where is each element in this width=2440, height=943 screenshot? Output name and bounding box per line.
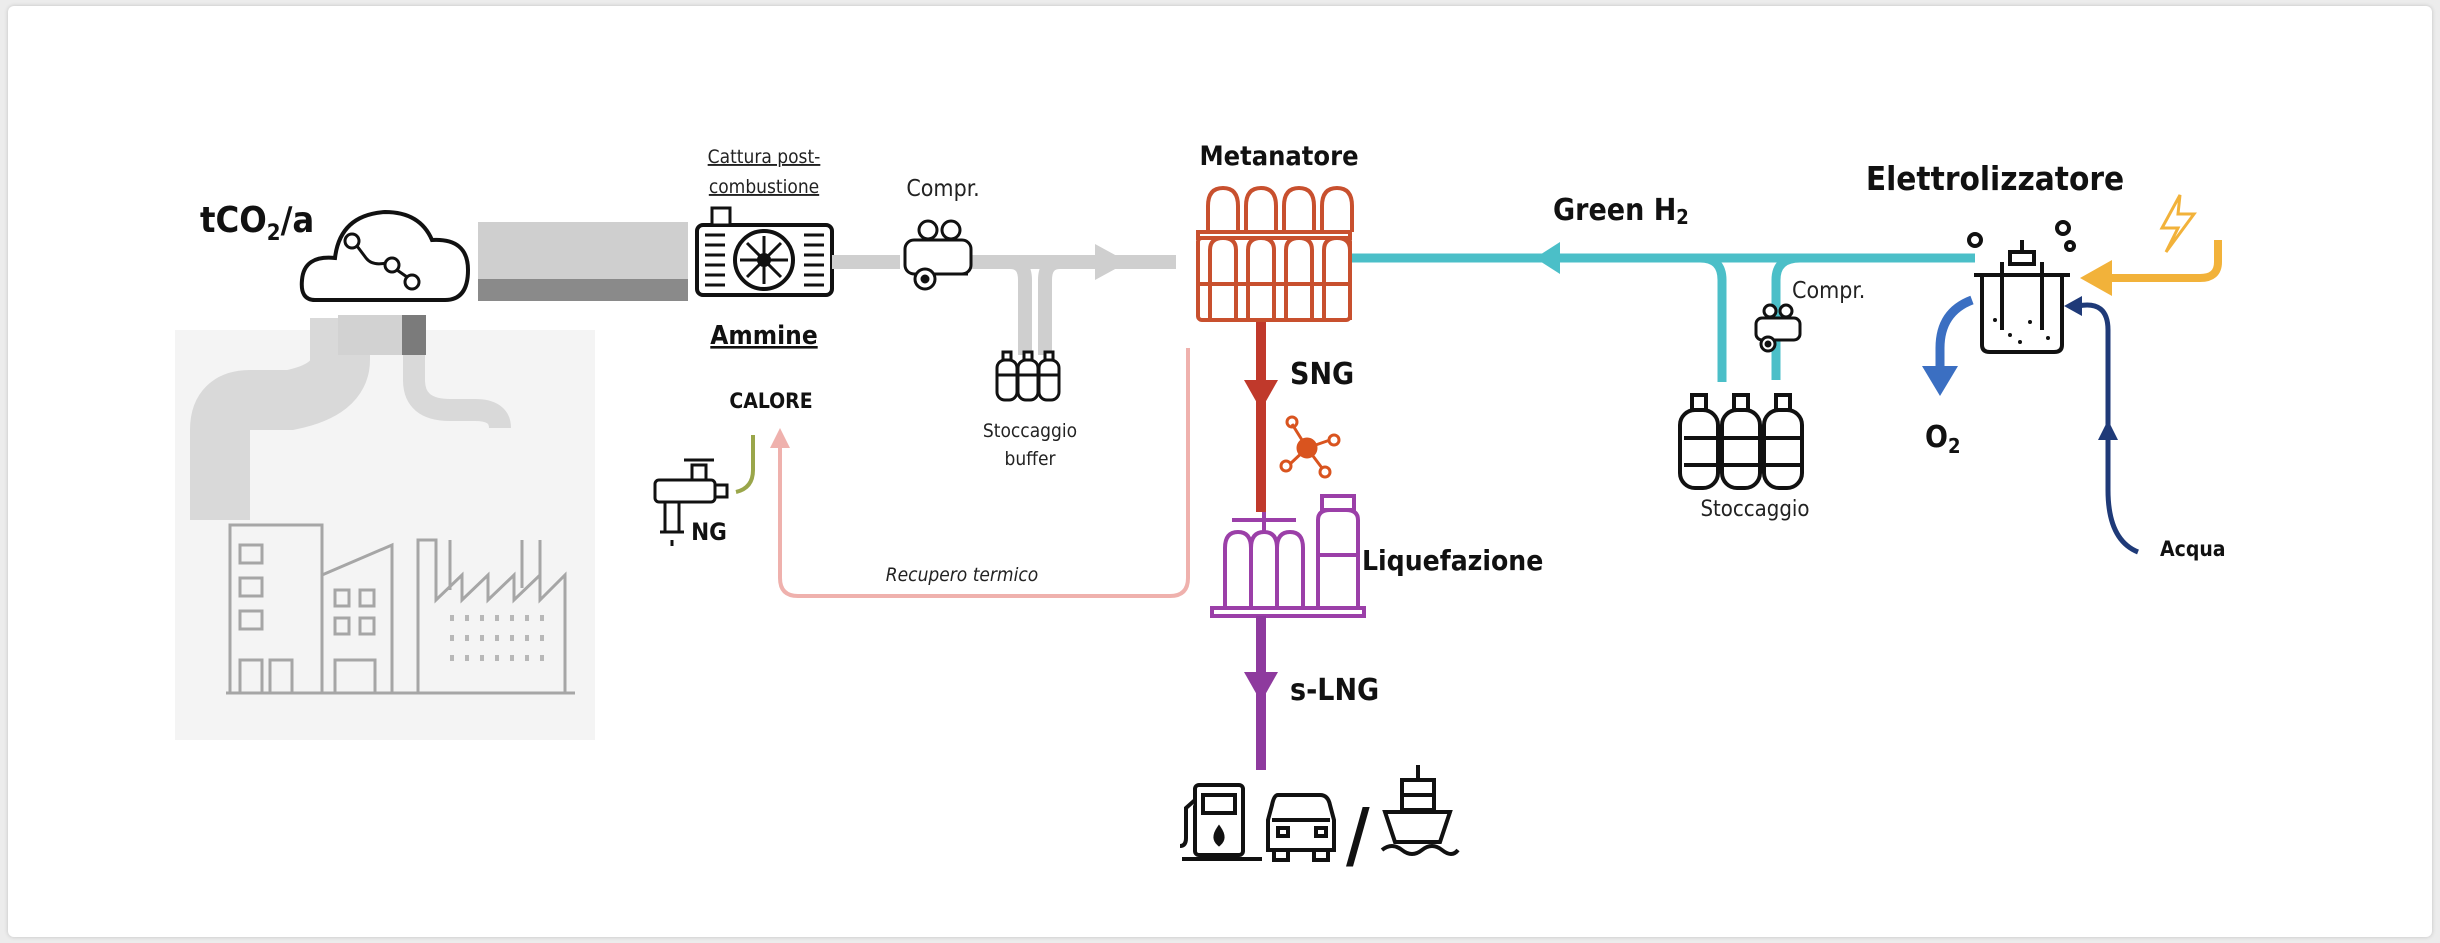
co2-pipe — [832, 255, 1176, 355]
capture-label-2: combustione — [709, 176, 819, 198]
water-flow — [2064, 296, 2140, 555]
h2-pipe — [1352, 253, 1975, 382]
ship-icon — [1380, 765, 1460, 856]
buffer-storage-icon — [995, 350, 1061, 402]
capture-label-1: Cattura post- — [708, 146, 821, 168]
o2-flow — [1922, 295, 1974, 396]
ng-pipe — [735, 435, 755, 494]
emission-label: tCO2/a — [200, 200, 314, 246]
molecule-icon — [1279, 415, 1341, 479]
o2-label: O2 — [1925, 420, 1960, 458]
truck-icon — [1266, 793, 1336, 862]
buffer-label-1: Stoccaggio — [983, 420, 1077, 442]
storage-label: Stoccaggio — [1700, 497, 1809, 522]
green-h2-label: Green H2 — [1553, 193, 1689, 229]
sng-flow — [1244, 322, 1278, 512]
amines-label: Ammine — [710, 321, 817, 351]
heat-label: CALORE — [729, 389, 812, 413]
lightning-icon — [2159, 194, 2197, 253]
compressor-1-label: Compr. — [906, 176, 979, 202]
liquefaction-icon — [1210, 494, 1366, 618]
heat-recovery-line — [770, 348, 1190, 598]
compressor-2-label: Compr. — [1792, 278, 1865, 304]
fuel-pump-icon — [1179, 783, 1262, 861]
co2-duct — [478, 222, 688, 301]
cloud-icon — [299, 209, 471, 302]
gas-valve-icon — [653, 458, 729, 546]
slng-flow — [1244, 616, 1278, 770]
ng-label: NG — [691, 518, 727, 546]
water-label: Acqua — [2160, 537, 2226, 561]
electrolyzer-label: Elettrolizzatore — [1866, 159, 2124, 198]
heat-recovery-label: Recupero termico — [886, 564, 1038, 586]
methanator-label: Metanatore — [1199, 141, 1358, 172]
buffer-label-2: buffer — [1004, 448, 1056, 470]
slng-label: s-LNG — [1290, 673, 1379, 708]
electrolyzer-icon — [1967, 220, 2076, 354]
co2-arrow — [1095, 244, 1128, 280]
methanator-icon — [1196, 185, 1354, 322]
end-use-separator: / — [1346, 793, 1370, 877]
power-flow — [2080, 240, 2222, 296]
industry-plant-icon — [175, 315, 595, 740]
compressor-1-icon — [903, 219, 973, 291]
liquefaction-label: Liquefazione — [1362, 544, 1543, 577]
sng-label: SNG — [1290, 357, 1354, 392]
compressor-2-icon — [1754, 303, 1802, 353]
h2-arrow — [1535, 242, 1560, 274]
h2-storage-icon — [1678, 393, 1804, 490]
capture-unit-icon — [695, 206, 834, 297]
